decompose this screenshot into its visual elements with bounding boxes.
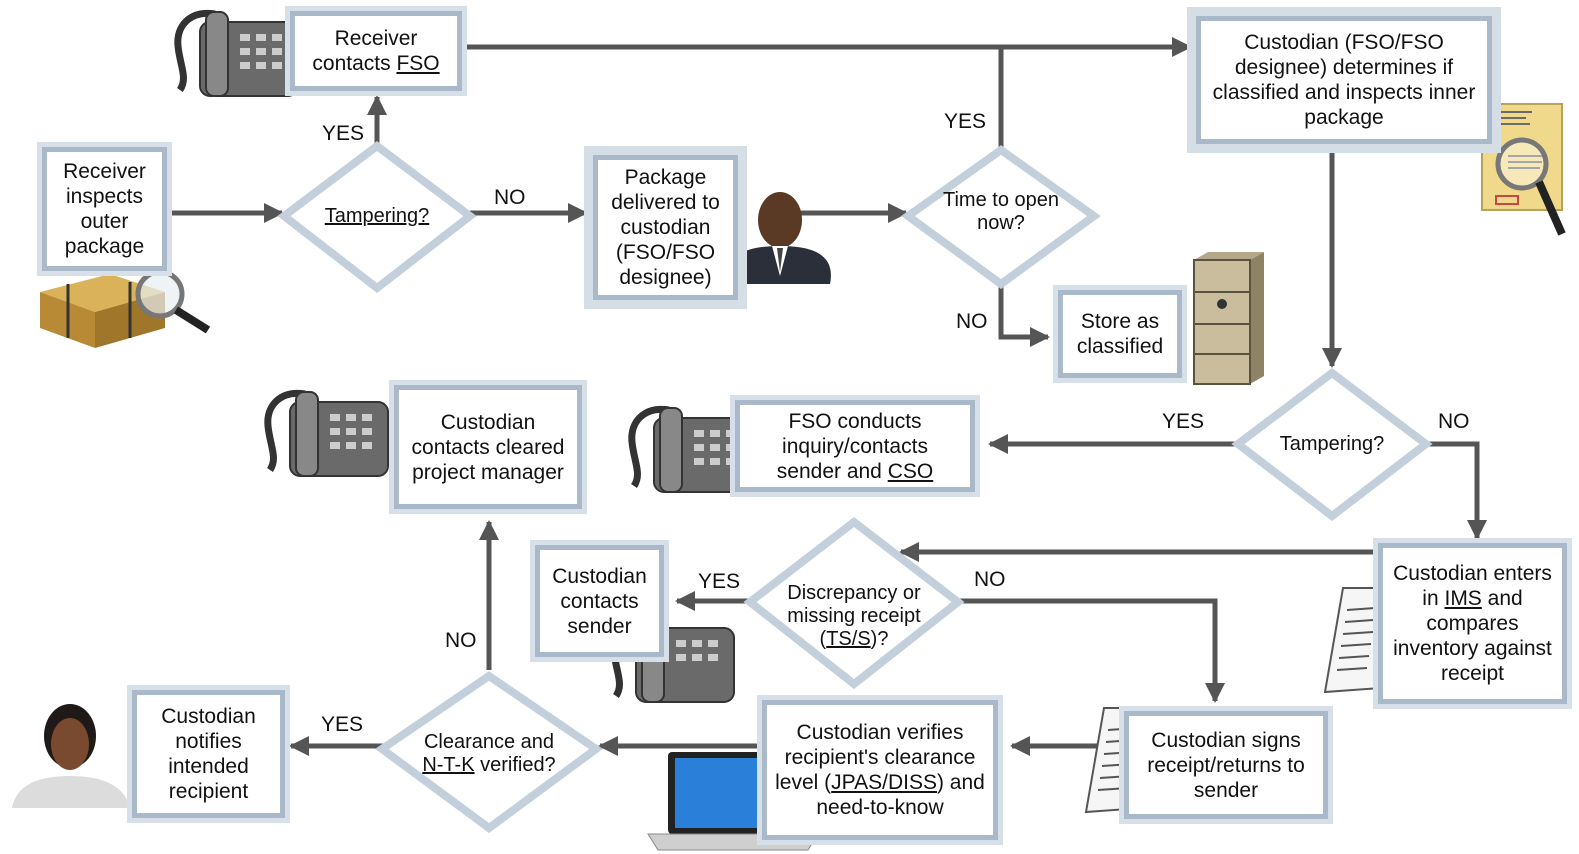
phone-icon [264,389,389,477]
label-no-clearance: NO [445,629,477,652]
envelope-magnifier-icon [1481,103,1566,236]
package-magnifier-icon [40,269,211,348]
decision-tampering-2-text: Tampering? [1279,432,1385,455]
diamond-time-to-open [901,145,1101,289]
box-custodian-signs: Custodian signs receipt/returns to sende… [1119,706,1333,824]
filing-cabinet-icon [1193,252,1264,385]
decision-clearance-text: Clearance and N-T-K verified? [422,731,556,776]
link-fso[interactable]: FSO [396,52,440,75]
label-yes-discrepancy: YES [698,570,741,593]
label-no-tampering-1: NO [494,186,526,209]
decision-shapes [277,140,1433,833]
link-n-t-k[interactable]: N-T-K [422,754,475,776]
receipt-icon [1323,587,1391,694]
label-yes-tampering-1: YES [322,122,365,145]
label-no-tampering-2: NO [1438,410,1470,433]
link-jpas-diss[interactable]: JPAS/DISS [831,771,937,794]
link-cso[interactable]: CSO [887,459,934,483]
box-custodian-verifies: Custodian verifies recipient's clearance… [757,695,1003,845]
box-receiver-contacts-fso: Receiver contacts FSO [285,6,467,96]
link-tampering[interactable]: Tampering? [324,204,430,227]
label-yes-time-to-open: YES [944,110,987,133]
diamond-clearance [375,671,603,833]
label-no-discrepancy: NO [974,568,1006,591]
label-no-time-to-open: NO [956,310,988,333]
label-yes-clearance: YES [321,713,364,736]
box-custodian-contacts-sender: Custodian contacts sender [530,540,669,662]
decision-discrepancy-text: Discrepancy or missing receipt (TS/S)? [787,581,921,650]
label-yes-tampering-2: YES [1162,410,1205,433]
box-custodian-contacts-pm: Custodian contacts cleared project manag… [389,380,587,514]
box-fso-conducts-inquiry: FSO conducts inquiry/contacts sender and… [730,395,980,497]
decision-tampering-1-text: Tampering? [300,196,454,236]
box-package-delivered: Package delivered to custodian (FSO/FSO … [584,146,747,309]
phone-icon [174,9,299,97]
link-ims[interactable]: IMS [1444,587,1482,610]
businesswoman-icon [12,704,130,808]
box-custodian-determines: Custodian (FSO/FSO designee) determines … [1187,7,1501,153]
phone-icon [628,405,753,493]
box-custodian-notifies: Custodian notifies intended recipient [127,685,290,823]
diamond-tampering-1 [277,140,477,294]
businessman-icon [720,192,831,284]
diamond-tampering-2 [1231,367,1433,522]
box-store-classified: Store as classified [1053,285,1187,383]
link-ts-s[interactable]: TS/S [826,627,871,650]
diamond-discrepancy [743,516,965,690]
box-receiver-inspects: Receiver inspects outer package [37,142,172,276]
decision-time-to-open-text: Time to open now? [943,189,1059,234]
box-custodian-enters-ims: Custodian enters in IMS and compares inv… [1373,538,1572,709]
